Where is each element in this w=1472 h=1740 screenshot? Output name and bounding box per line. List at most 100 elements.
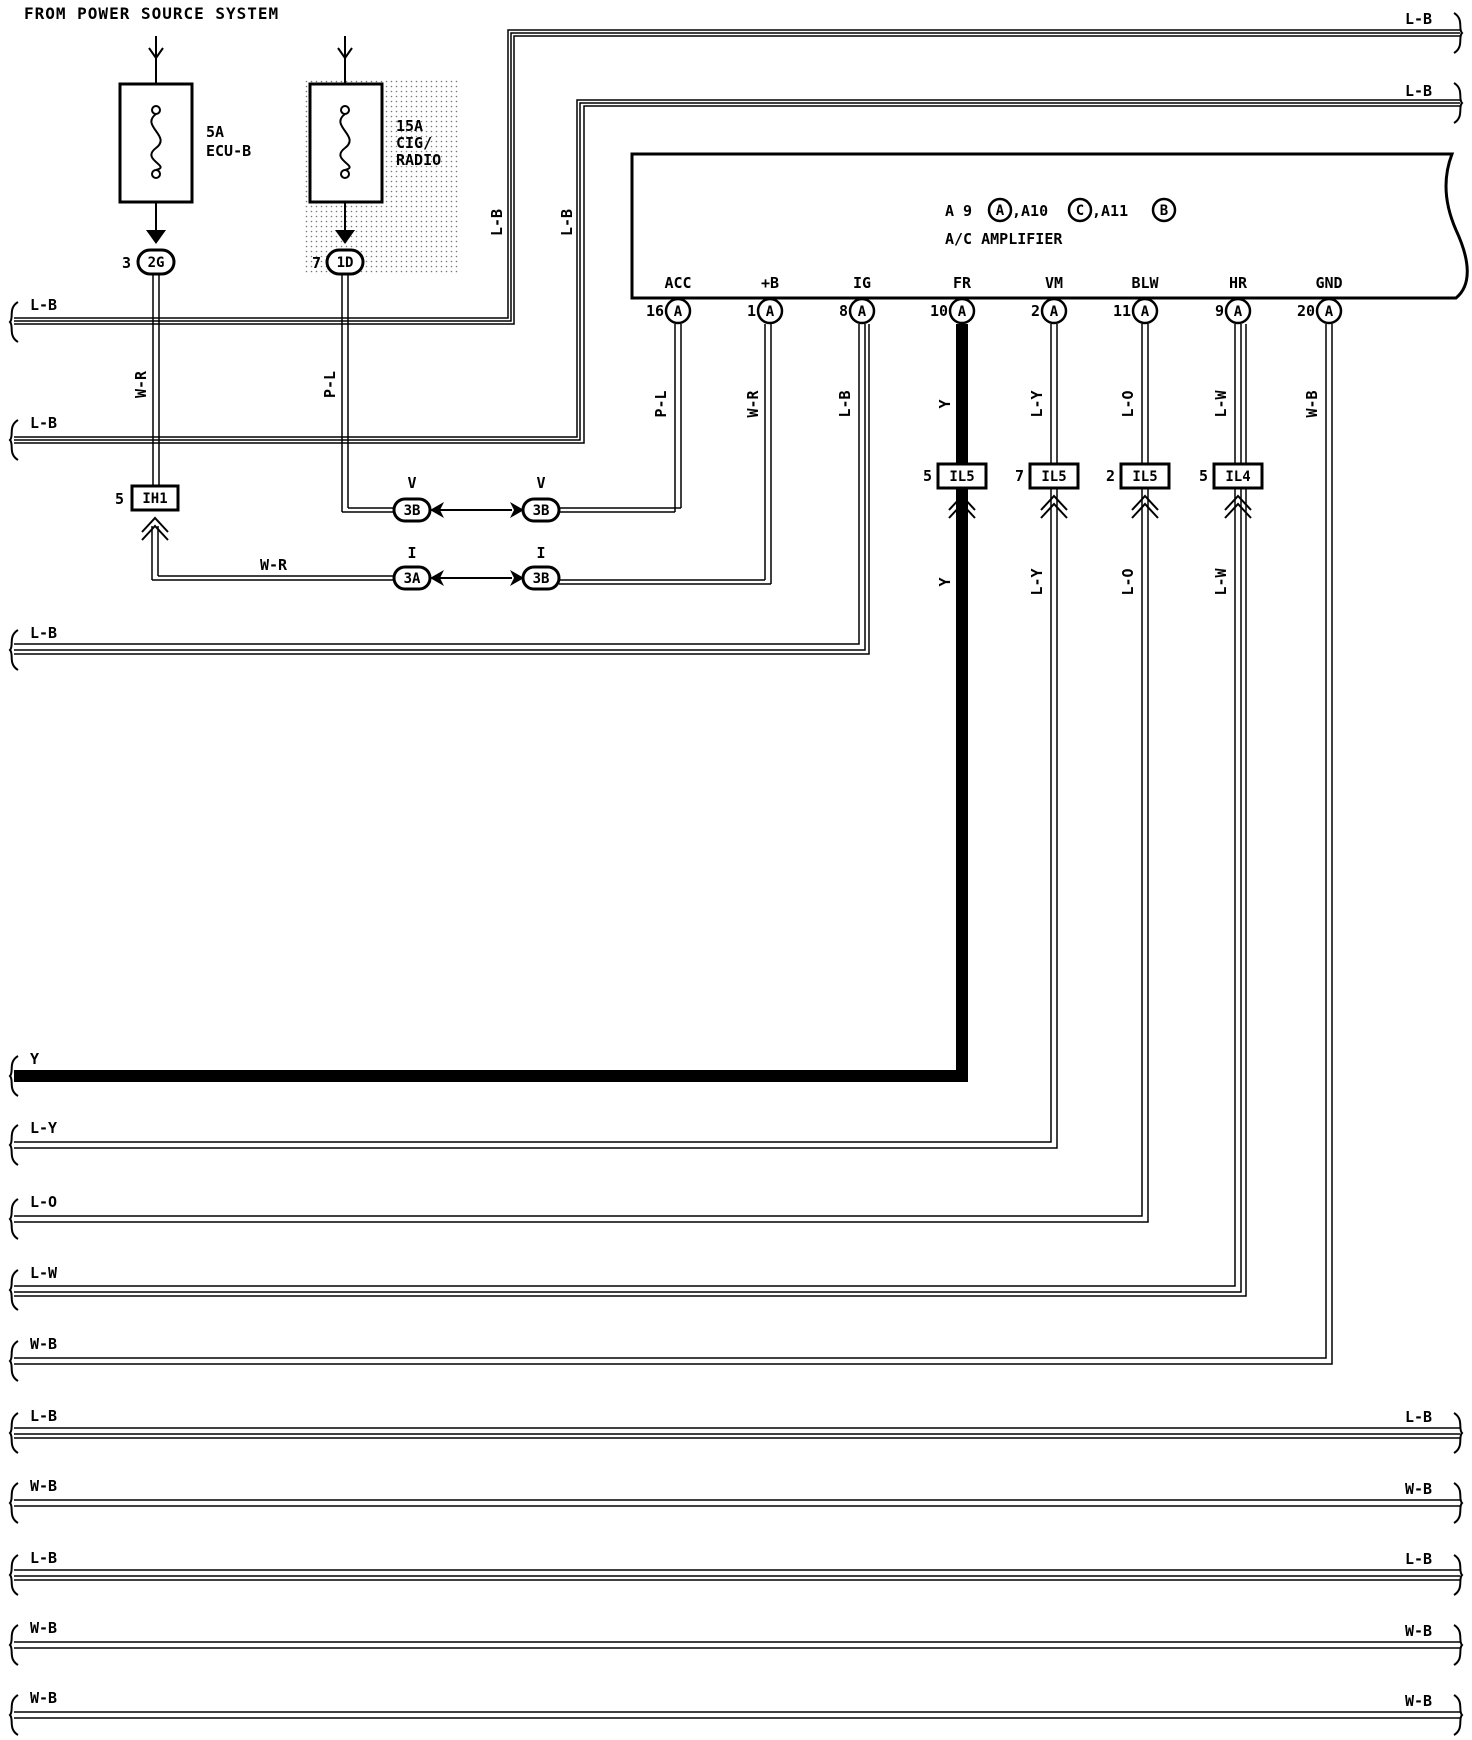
left-wire-label: L-B [30,1407,57,1425]
junction-wire-color: L-O [1119,568,1137,595]
terminal-connector [948,297,976,325]
junction-code: IL5 [1132,469,1157,485]
junction-arrow [1224,494,1252,511]
wire-p-l-cig: P-L [321,274,394,513]
wire-break-brace [8,1340,19,1382]
svg-text:P-L: P-L [321,371,339,398]
terminal-conn-letter: A [1234,304,1243,320]
wire-fr [14,324,968,1082]
wire-break-brace [1453,1694,1464,1736]
terminal-wire-color: W-R [744,389,762,417]
svg-text:7: 7 [312,254,321,272]
wire-break-brace [1453,1554,1464,1596]
junction-arrow [948,494,976,511]
terminal-conn-letter: A [766,304,775,320]
junction-wire-color: L-Y [1028,568,1046,595]
terminal-connector [756,297,784,325]
fuse-cig-radio: 15A CIG/ RADIO [305,36,460,273]
svg-text:L-B: L-B [1405,82,1432,100]
junction-pin: 7 [1015,467,1024,485]
terminal-conn-letter: A [958,304,967,320]
left-wire-label: L-B [30,296,57,314]
left-wire-end: W-B [8,1335,57,1382]
svg-text:W-B: W-B [1405,1622,1432,1640]
left-wire-end: W-B [8,1619,57,1666]
left-wire-label: W-B [30,1689,57,1707]
fuse-cig-radio-name2: RADIO [396,151,441,169]
wire-vm [14,324,1058,1149]
terminal-name: IG [853,274,871,292]
terminal-pin: 1 [747,302,756,320]
svg-text:V: V [407,474,416,492]
terminal-fr: FR 10 A Y [930,274,976,409]
wire-break-brace [1453,12,1464,54]
terminal-wire-color: L-Y [1028,390,1046,417]
wire-break-brace [8,419,19,461]
top-wires: L-B L-B L-B L-B [14,10,1460,444]
terminal-wire-color: L-O [1119,390,1137,417]
svg-text:2G: 2G [148,255,165,271]
terminal-name: FR [953,274,972,292]
terminal-wire-color: W-B [1303,390,1321,417]
wire-break-brace [8,1055,19,1097]
left-wire-end: W-B [8,1477,57,1524]
terminal-name: GND [1315,274,1342,292]
fuse-cig-radio-name: CIG/ [396,134,432,152]
fuse-ecu-b: 5A ECU-B [118,36,251,244]
wire-break-brace [8,1554,19,1596]
junction-arrow [948,502,976,519]
junction-arrow [1224,502,1252,519]
left-wire-end: L-B [8,1407,57,1454]
ac-amplifier: A 9 A ,A10 C ,A11 B A/C AMPLIFIER [630,152,1469,300]
junction-arrow [1131,494,1159,511]
svg-text:W-B: W-B [1405,1692,1432,1710]
left-wire-end: L-W [8,1264,58,1311]
svg-text:1D: 1D [337,255,354,271]
junction-code: IL5 [1041,469,1066,485]
amp-name: A/C AMPLIFIER [945,230,1063,248]
wire-hr [14,324,1247,1297]
terminal-wire-color: L-B [836,390,854,417]
junction-box [936,462,988,490]
junction-arrow [1040,502,1068,519]
left-wire-label: Y [30,1050,39,1068]
wire-break-brace [8,1412,19,1454]
svg-text:A: A [996,203,1005,219]
junction-arrow [1131,502,1159,519]
junction-arrow [1040,494,1068,511]
terminal-conn-letter: A [858,304,867,320]
wire-break-brace [8,1694,19,1736]
wire-break-brace [8,1124,19,1166]
junction-code: IL4 [1225,469,1250,485]
junction-box [1119,462,1171,490]
terminal-pin: 9 [1215,302,1224,320]
left-wire-ends: L-BL-BL-BYL-YL-OL-WW-BL-BW-BL-BW-BW-B [8,296,58,1736]
left-wire-label: L-W [30,1264,58,1282]
svg-text:,A11: ,A11 [1092,202,1128,220]
left-wire-end: L-Y [8,1119,57,1166]
terminal-wire-color: Y [936,399,954,408]
left-wire-label: L-B [30,414,57,432]
left-wire-end: L-O [8,1193,57,1240]
svg-text:W-R: W-R [260,556,288,574]
wire-w-r-ecu: W-R IH1 5 W-R [115,274,394,581]
left-wire-end: L-B [8,624,57,671]
terminal-connector [1040,297,1068,325]
wire-break-brace [8,1482,19,1524]
terminal-pin: 10 [930,302,948,320]
terminal-name: VM [1045,274,1063,292]
connector-1d: 7 1D [312,248,365,276]
terminal-conn-letter: A [674,304,683,320]
splice-v: V 3B V 3B [392,474,561,523]
svg-text:L-B: L-B [1405,10,1432,28]
junction-pin: 2 [1106,467,1115,485]
terminal-pin: 2 [1031,302,1040,320]
svg-text:,A10: ,A10 [1012,202,1048,220]
terminal-pin: 8 [839,302,848,320]
